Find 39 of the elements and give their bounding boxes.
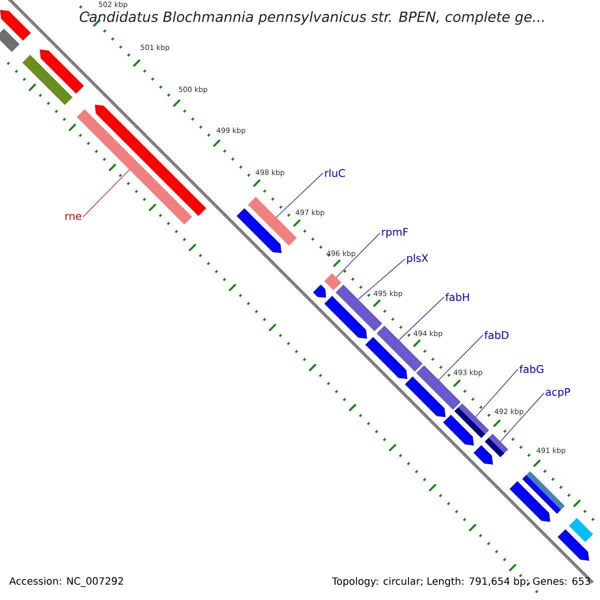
gene-bar — [324, 273, 342, 290]
gene-label: rpmF — [382, 228, 408, 238]
gene-bar — [522, 471, 565, 514]
gene-label: acpP — [546, 388, 570, 398]
leader-line — [82, 169, 130, 218]
gene-bar — [568, 518, 594, 542]
leader-line — [438, 334, 484, 380]
gene-bar — [0, 10, 31, 41]
gene-label: rluC — [325, 168, 345, 178]
gene-bar — [558, 529, 590, 561]
gene-bar — [443, 414, 474, 446]
gene-bar — [474, 445, 493, 465]
gene-label: rne — [66, 214, 82, 220]
title: Candidatus Blochmannia pennsylvanicus str. BPEN, complete ge... — [80, 11, 544, 25]
gene-label: fabG — [519, 364, 544, 374]
gene-bar — [236, 208, 282, 254]
gene-bar — [248, 196, 297, 246]
leader-line — [336, 232, 380, 278]
gene-label: fabD — [484, 330, 508, 340]
gene-bar — [313, 284, 326, 298]
gene-bar — [40, 50, 84, 94]
gene-bar — [484, 434, 508, 458]
leader-line — [358, 258, 406, 300]
gene-bar — [94, 104, 206, 216]
gene-bar — [404, 376, 446, 418]
gene-label: plsX — [407, 254, 428, 264]
gene-bar — [324, 296, 368, 339]
gene-label: fabH — [445, 292, 469, 302]
gene-bar — [454, 403, 490, 438]
leader-line — [475, 368, 518, 418]
leader-line — [398, 296, 444, 340]
gene-bar — [0, 28, 20, 52]
gene-bar — [22, 54, 73, 105]
footer-text: Topology: circular; Length: 791,654 bp; Genes: 653 — [332, 577, 590, 587]
gene-bar — [510, 481, 550, 522]
leader-line — [500, 392, 544, 442]
gene-bar — [365, 336, 408, 379]
leader-line — [276, 172, 324, 218]
footer-text: Accession: NC_007292 — [9, 577, 123, 587]
